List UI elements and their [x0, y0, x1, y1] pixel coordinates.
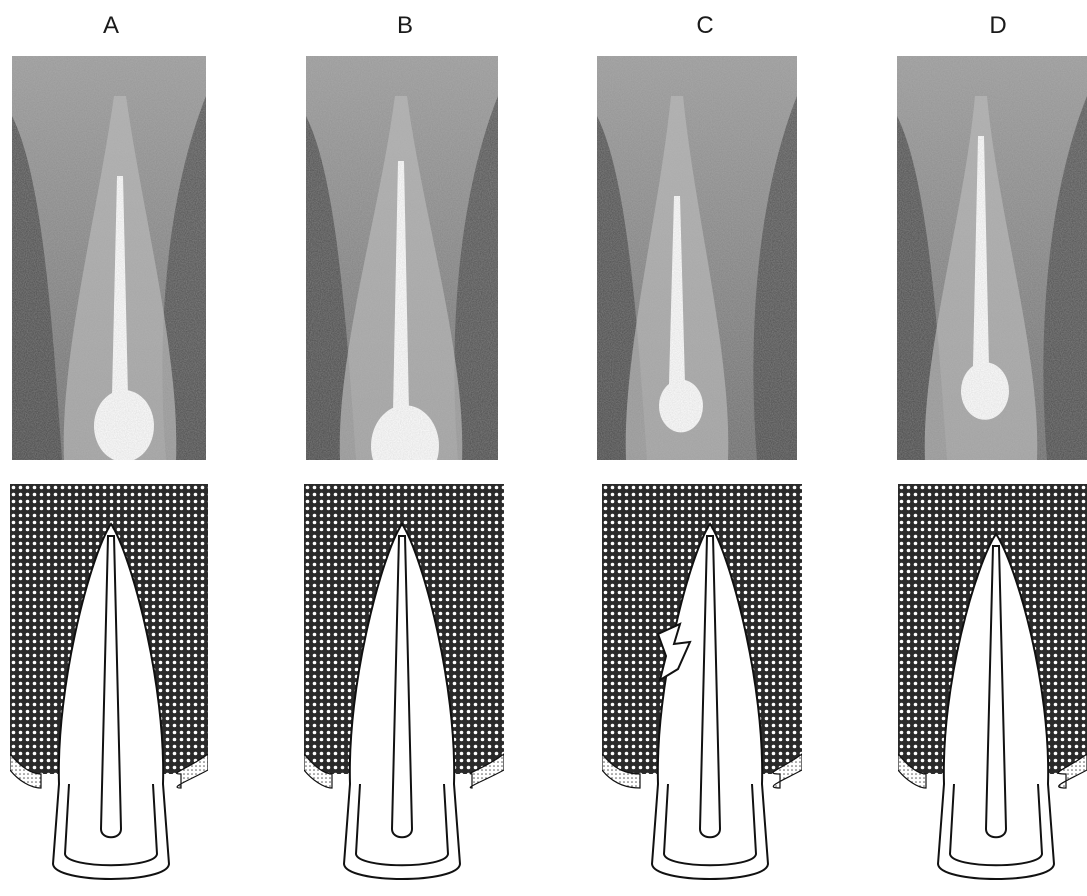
radiograph-b-image	[306, 56, 498, 460]
panel-label-a: A	[91, 12, 131, 40]
schematic-c	[602, 484, 802, 896]
panel-label-c: C	[685, 12, 725, 40]
panel-label-b: B	[385, 12, 425, 40]
radiograph-b	[306, 56, 498, 460]
schematic-a	[10, 484, 208, 896]
radiograph-c-image	[597, 56, 797, 460]
schematic-d	[898, 484, 1087, 896]
radiograph-c	[597, 56, 797, 460]
radiograph-a-image	[12, 56, 206, 460]
schematic-c-image	[602, 484, 802, 896]
panel-label-d: D	[978, 12, 1018, 40]
schematic-b-image	[304, 484, 504, 896]
radiograph-d-image	[897, 56, 1087, 460]
schematic-b	[304, 484, 504, 896]
schematic-a-image	[10, 484, 208, 896]
schematic-d-image	[898, 484, 1087, 896]
radiograph-a	[12, 56, 206, 460]
radiograph-d	[897, 56, 1087, 460]
